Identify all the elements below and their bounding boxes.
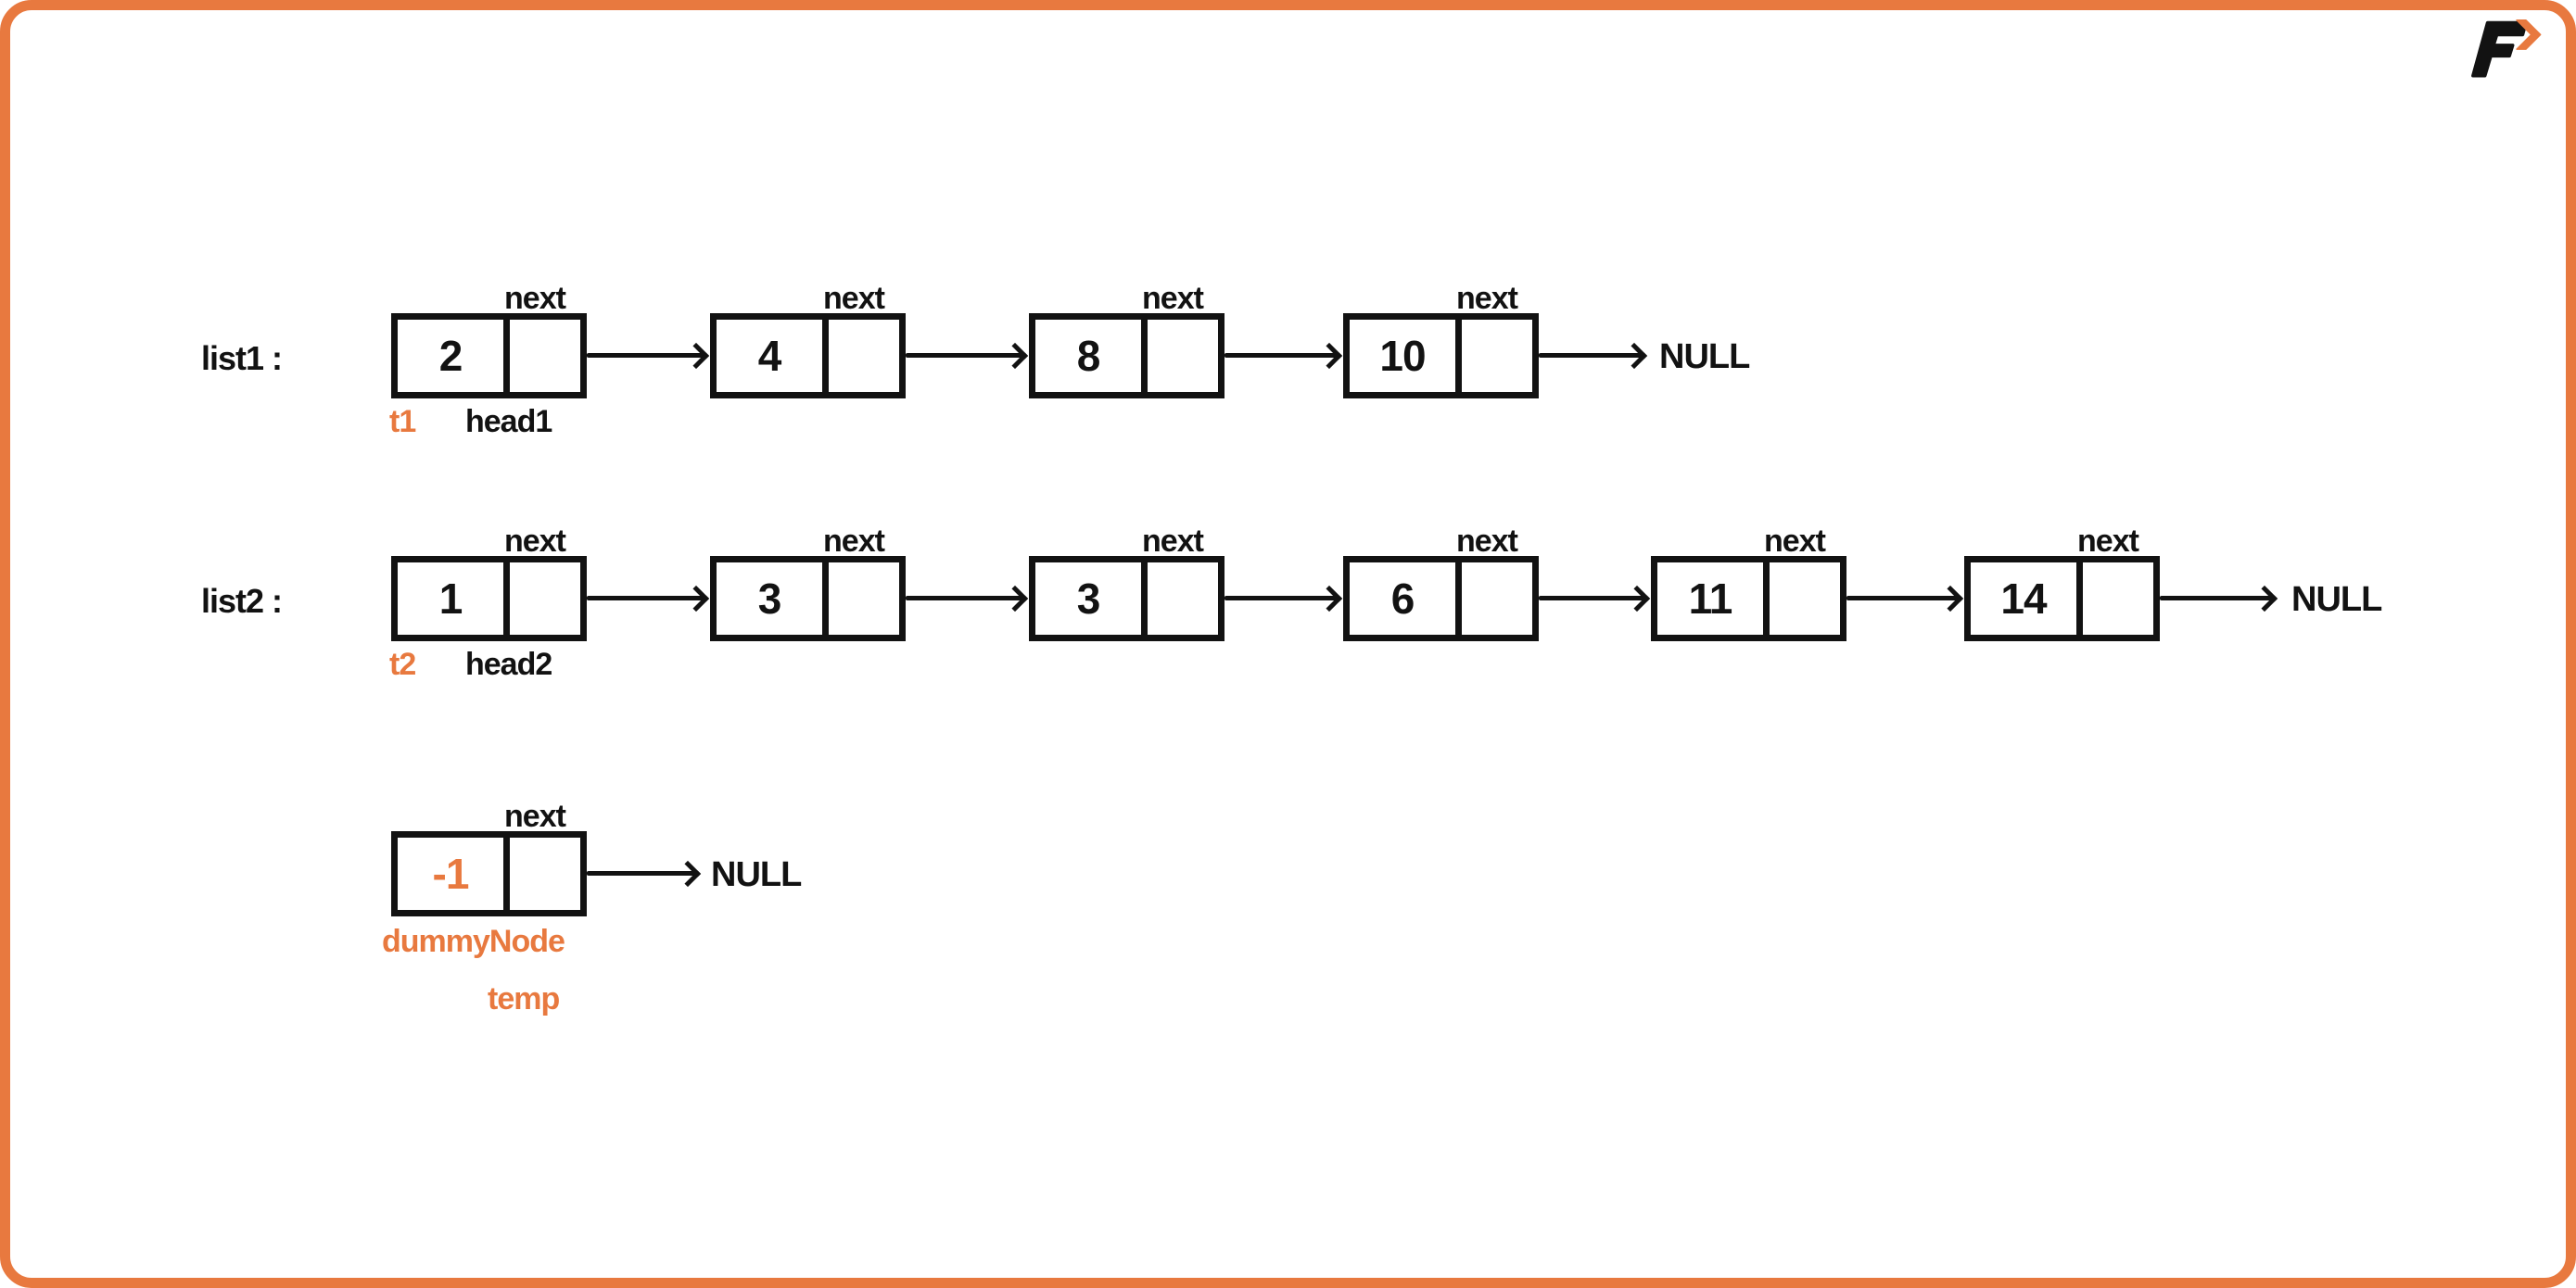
next-pointer-label: next bbox=[823, 524, 885, 559]
link-arrow bbox=[1225, 353, 1338, 358]
logo-letter-f bbox=[2471, 20, 2528, 78]
t1-pointer-label: t1 bbox=[389, 404, 416, 439]
list2-node-3: next 3 bbox=[1029, 525, 1225, 641]
temp-pointer-label: temp bbox=[488, 981, 560, 1017]
list1-node-2: next 4 bbox=[710, 283, 906, 398]
head1-label: head1 bbox=[465, 404, 552, 439]
node-pointer-cell bbox=[1148, 562, 1218, 635]
next-pointer-label: next bbox=[504, 524, 566, 559]
dummy-node-label: dummyNode bbox=[382, 924, 565, 959]
null-arrow bbox=[1539, 353, 1643, 358]
node-pointer-cell bbox=[510, 320, 580, 392]
link-arrow bbox=[1225, 596, 1338, 600]
node-value: -1 bbox=[398, 838, 510, 910]
next-pointer-label: next bbox=[823, 281, 885, 316]
node-value: 10 bbox=[1350, 320, 1462, 392]
link-arrow bbox=[587, 596, 704, 600]
node-pointer-cell bbox=[1462, 562, 1532, 635]
node-value: 4 bbox=[717, 320, 829, 392]
logo-chevron-right-icon bbox=[2516, 19, 2542, 50]
dummy-node: next -1 bbox=[391, 801, 587, 916]
list1-node-1: next 2 bbox=[391, 283, 587, 398]
list2-node-5: next 11 bbox=[1651, 525, 1846, 641]
node-pointer-cell bbox=[1462, 320, 1532, 392]
null-arrow bbox=[2160, 596, 2273, 600]
link-arrow bbox=[1846, 596, 1959, 600]
next-pointer-label: next bbox=[1456, 281, 1518, 316]
t2-pointer-label: t2 bbox=[389, 647, 416, 682]
list2-node-4: next 6 bbox=[1343, 525, 1539, 641]
node-pointer-cell bbox=[2083, 562, 2153, 635]
node-pointer-cell bbox=[1770, 562, 1840, 635]
node-value: 11 bbox=[1657, 562, 1770, 635]
list1-node-3: next 8 bbox=[1029, 283, 1225, 398]
list1-node-4: next 10 bbox=[1343, 283, 1539, 398]
next-pointer-label: next bbox=[504, 281, 566, 316]
node-value: 8 bbox=[1035, 320, 1148, 392]
next-pointer-label: next bbox=[1764, 524, 1826, 559]
list2-name-label: list2 : bbox=[201, 582, 283, 620]
next-pointer-label: next bbox=[1142, 524, 1204, 559]
list1-name-label: list1 : bbox=[201, 339, 283, 377]
list1-null-label: NULL bbox=[1659, 337, 1750, 376]
node-pointer-cell bbox=[1148, 320, 1218, 392]
next-pointer-label: next bbox=[1456, 524, 1518, 559]
next-pointer-label: next bbox=[2077, 524, 2139, 559]
node-pointer-cell bbox=[829, 562, 899, 635]
node-value: 1 bbox=[398, 562, 510, 635]
node-value: 6 bbox=[1350, 562, 1462, 635]
node-value: 3 bbox=[1035, 562, 1148, 635]
node-pointer-cell bbox=[510, 562, 580, 635]
node-value: 2 bbox=[398, 320, 510, 392]
brand-logo bbox=[2471, 19, 2542, 78]
null-arrow bbox=[587, 871, 696, 876]
node-pointer-cell bbox=[829, 320, 899, 392]
head2-label: head2 bbox=[465, 647, 552, 682]
node-value: 14 bbox=[1971, 562, 2083, 635]
node-pointer-cell bbox=[510, 838, 580, 910]
list2-null-label: NULL bbox=[2291, 580, 2382, 619]
link-arrow bbox=[587, 353, 704, 358]
list2-node-1: next 1 bbox=[391, 525, 587, 641]
next-pointer-label: next bbox=[1142, 281, 1204, 316]
list2-node-2: next 3 bbox=[710, 525, 906, 641]
link-arrow bbox=[906, 596, 1023, 600]
list2-node-6: next 14 bbox=[1964, 525, 2160, 641]
node-value: 3 bbox=[717, 562, 829, 635]
dummy-null-label: NULL bbox=[711, 855, 802, 894]
link-arrow bbox=[1539, 596, 1645, 600]
next-pointer-label: next bbox=[504, 799, 566, 834]
link-arrow bbox=[906, 353, 1023, 358]
